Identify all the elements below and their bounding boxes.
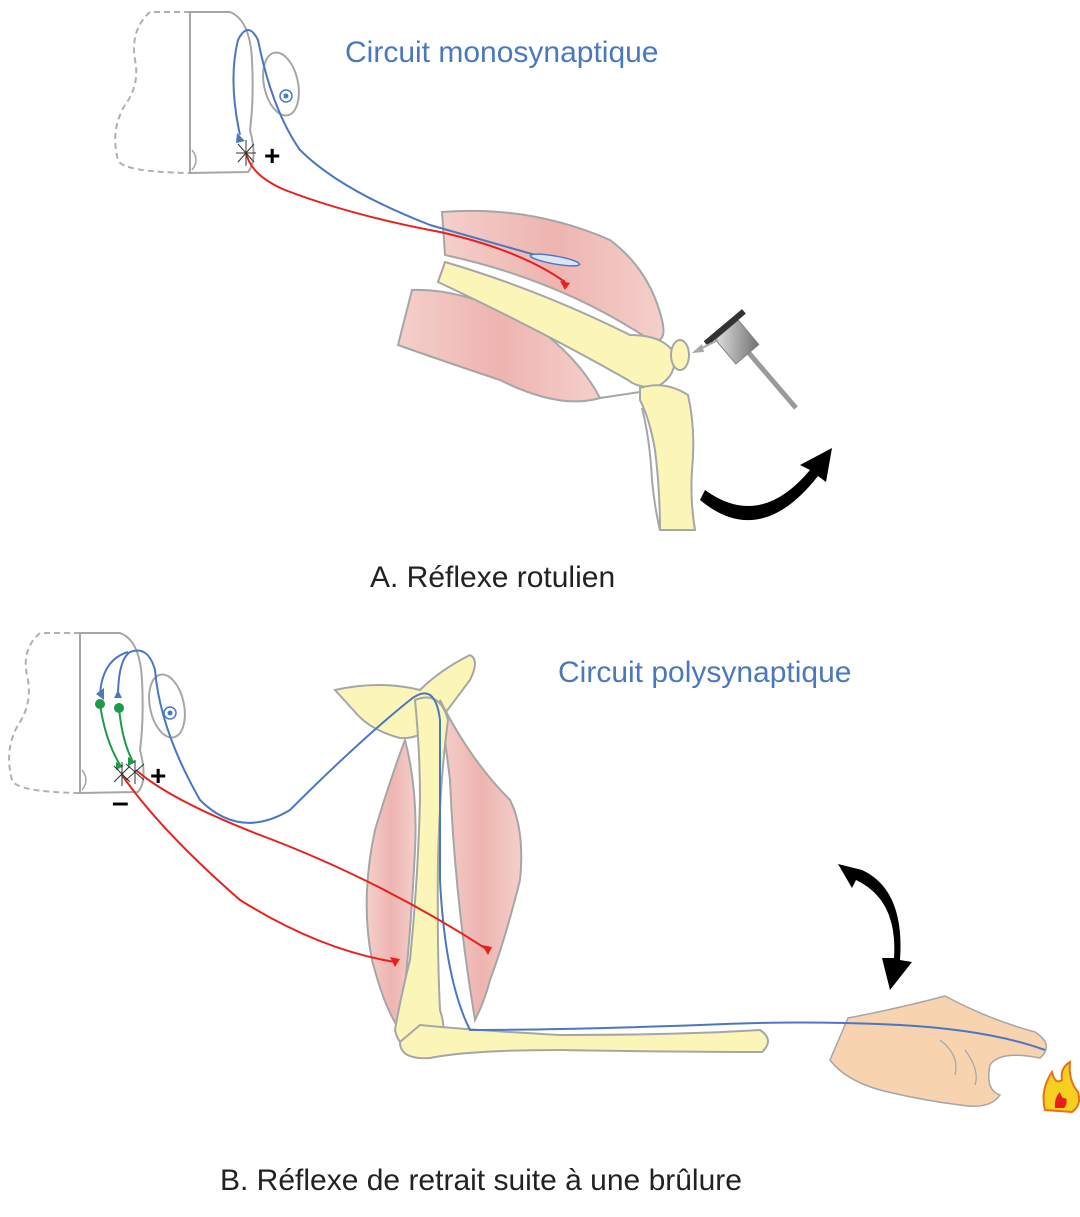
sensory-neuron-b (118, 650, 1045, 1050)
caption-b: B. Réflexe de retrait suite à une brûlur… (220, 1164, 742, 1198)
motor-neuron-extensor (122, 775, 395, 962)
circuit-title-b: Circuit polysynaptique (558, 656, 851, 690)
tibia (640, 385, 695, 530)
flame-icon (1044, 1062, 1080, 1112)
panel-b: + – (9, 633, 1079, 1112)
circuit-title-a: Circuit monosynaptique (345, 36, 659, 70)
reflex-hammer-icon (692, 309, 796, 408)
caption-a: A. Réflexe rotulien (370, 561, 615, 595)
rotation-arrow-icon-a (700, 448, 832, 520)
plus-sign-b: + (150, 760, 166, 791)
panel-a: + (115, 12, 832, 530)
hand (830, 996, 1046, 1106)
biceps-muscle (440, 700, 521, 1020)
minus-sign-b: – (112, 786, 129, 819)
rotation-arrow-icon-b (838, 864, 912, 990)
plus-sign-a: + (264, 140, 280, 171)
patella (671, 340, 689, 370)
forearm-bones (400, 1025, 768, 1058)
